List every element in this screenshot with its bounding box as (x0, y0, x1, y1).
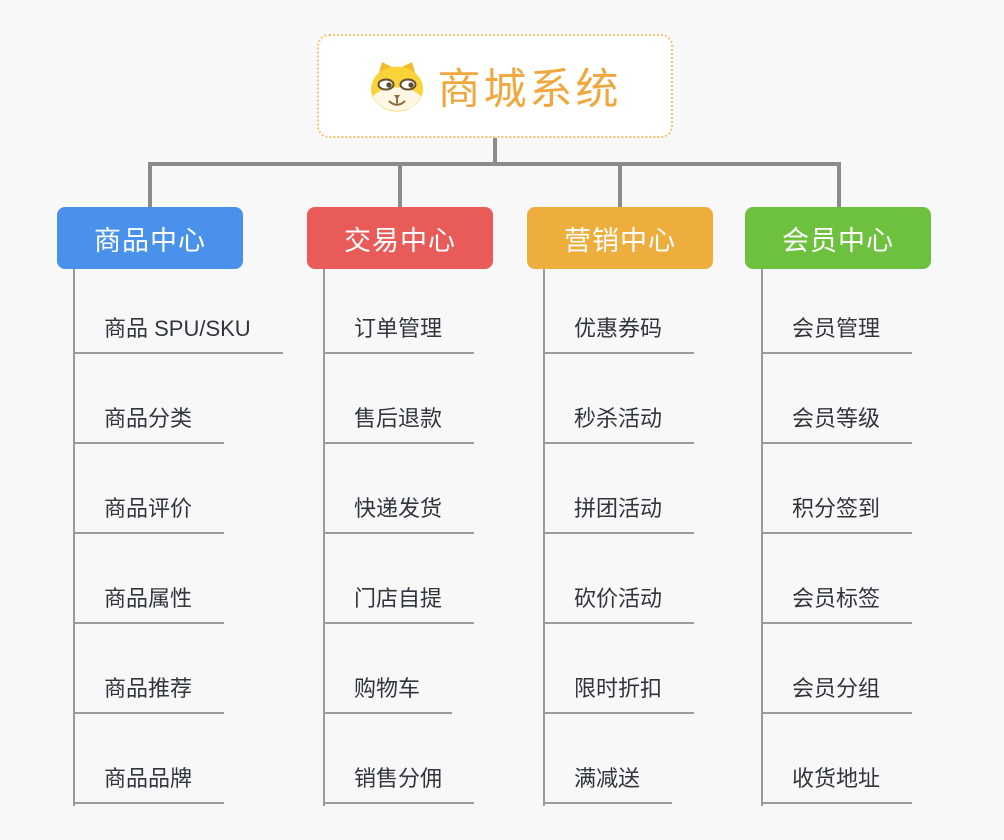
leaf-node[interactable]: 门店自提 (323, 584, 475, 624)
branch-header-label: 交易中心 (344, 225, 456, 256)
leaf-node[interactable]: 快递发货 (323, 494, 475, 534)
leaf-node[interactable]: 商品 SPU/SKU (73, 314, 283, 354)
branch-header-member-center[interactable]: 会员中心 (745, 207, 931, 269)
leaf-node[interactable]: 销售分佣 (323, 764, 475, 804)
connector-stub-product-center (148, 162, 152, 208)
leaf-node[interactable]: 限时折扣 (543, 674, 695, 714)
dog-face-icon (369, 60, 425, 112)
root-title: 商城系统 (437, 66, 622, 114)
connector-stub-trade-center (398, 162, 402, 208)
root-node[interactable]: 商城系统 (317, 34, 673, 138)
leaf-node[interactable]: 商品评价 (73, 494, 225, 534)
leaf-node[interactable]: 购物车 (323, 674, 453, 714)
branch-trunk-product-center (73, 269, 75, 806)
leaf-node[interactable]: 售后退款 (323, 404, 475, 444)
branch-header-label: 营销中心 (564, 225, 676, 256)
leaf-node[interactable]: 拼团活动 (543, 494, 695, 534)
branch-header-label: 会员中心 (782, 225, 894, 256)
branch-header-product-center[interactable]: 商品中心 (57, 207, 243, 269)
leaf-node[interactable]: 商品品牌 (73, 764, 225, 804)
leaf-node[interactable]: 秒杀活动 (543, 404, 695, 444)
leaf-node[interactable]: 积分签到 (761, 494, 913, 534)
branch-trunk-marketing-center (543, 269, 545, 806)
branch-trunk-trade-center (323, 269, 325, 806)
leaf-node[interactable]: 砍价活动 (543, 584, 695, 624)
connector-bus (148, 162, 841, 166)
leaf-node[interactable]: 会员分组 (761, 674, 913, 714)
leaf-node[interactable]: 会员管理 (761, 314, 913, 354)
connector-stub-marketing-center (618, 162, 622, 208)
leaf-node[interactable]: 订单管理 (323, 314, 475, 354)
branch-header-label: 商品中心 (94, 225, 206, 256)
leaf-node[interactable]: 优惠券码 (543, 314, 695, 354)
leaf-node[interactable]: 商品分类 (73, 404, 225, 444)
connector-stub-member-center (837, 162, 841, 208)
leaf-node[interactable]: 会员标签 (761, 584, 913, 624)
connector-root-stub (493, 138, 497, 164)
leaf-node[interactable]: 商品属性 (73, 584, 225, 624)
leaf-node[interactable]: 会员等级 (761, 404, 913, 444)
leaf-node[interactable]: 商品推荐 (73, 674, 225, 714)
branch-header-marketing-center[interactable]: 营销中心 (527, 207, 713, 269)
leaf-node[interactable]: 满减送 (543, 764, 673, 804)
branch-header-trade-center[interactable]: 交易中心 (307, 207, 493, 269)
leaf-node[interactable]: 收货地址 (761, 764, 913, 804)
branch-trunk-member-center (761, 269, 763, 806)
